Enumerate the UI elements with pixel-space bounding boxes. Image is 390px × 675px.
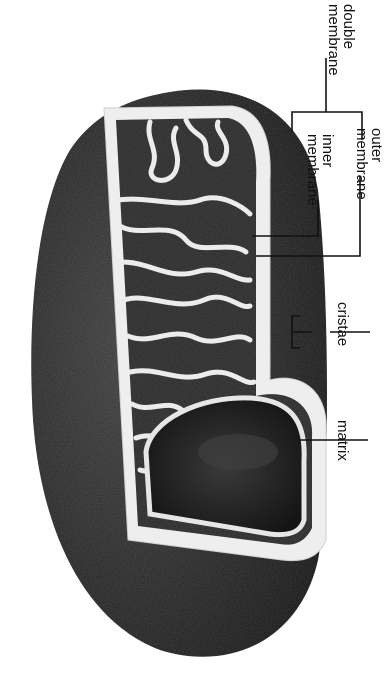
label-cristae: cristae [334,302,351,346]
label-inner-membrane-2: membrane [304,134,321,206]
label-double-membrane-2: membrane [325,4,342,76]
label-matrix: matrix [334,420,351,461]
label-outer-membrane-2: membrane [353,128,370,200]
matrix-region [146,398,304,535]
